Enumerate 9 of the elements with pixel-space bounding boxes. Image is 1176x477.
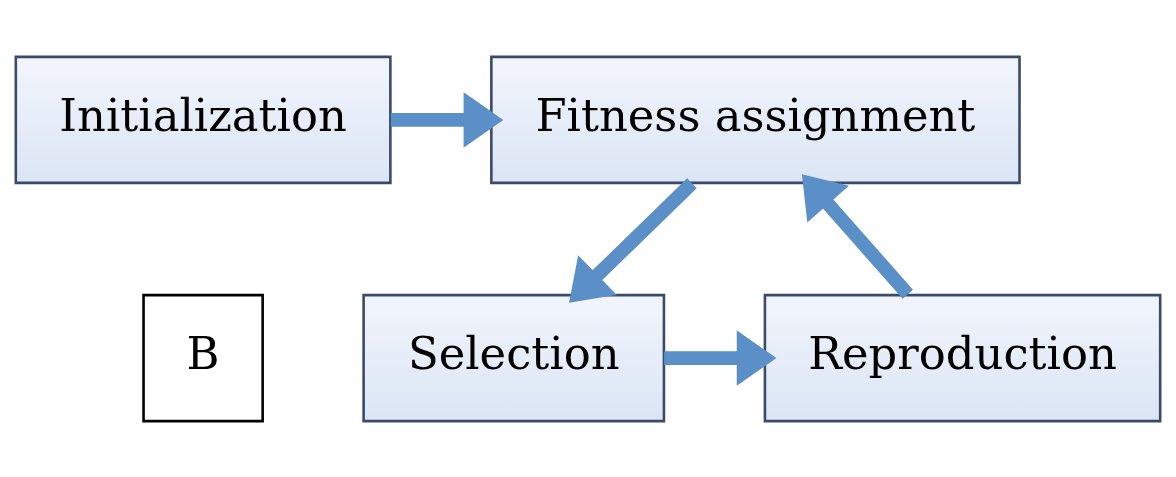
arrow xyxy=(664,329,777,386)
node-box: Selection xyxy=(362,293,666,422)
node-box: Initialization xyxy=(14,55,392,184)
node-box: Reproduction xyxy=(763,293,1162,422)
node-box: Fitness assignment xyxy=(490,55,1021,184)
arrow xyxy=(569,177,697,303)
arrow xyxy=(390,91,504,148)
label: B xyxy=(186,326,220,380)
arrow xyxy=(801,173,913,299)
